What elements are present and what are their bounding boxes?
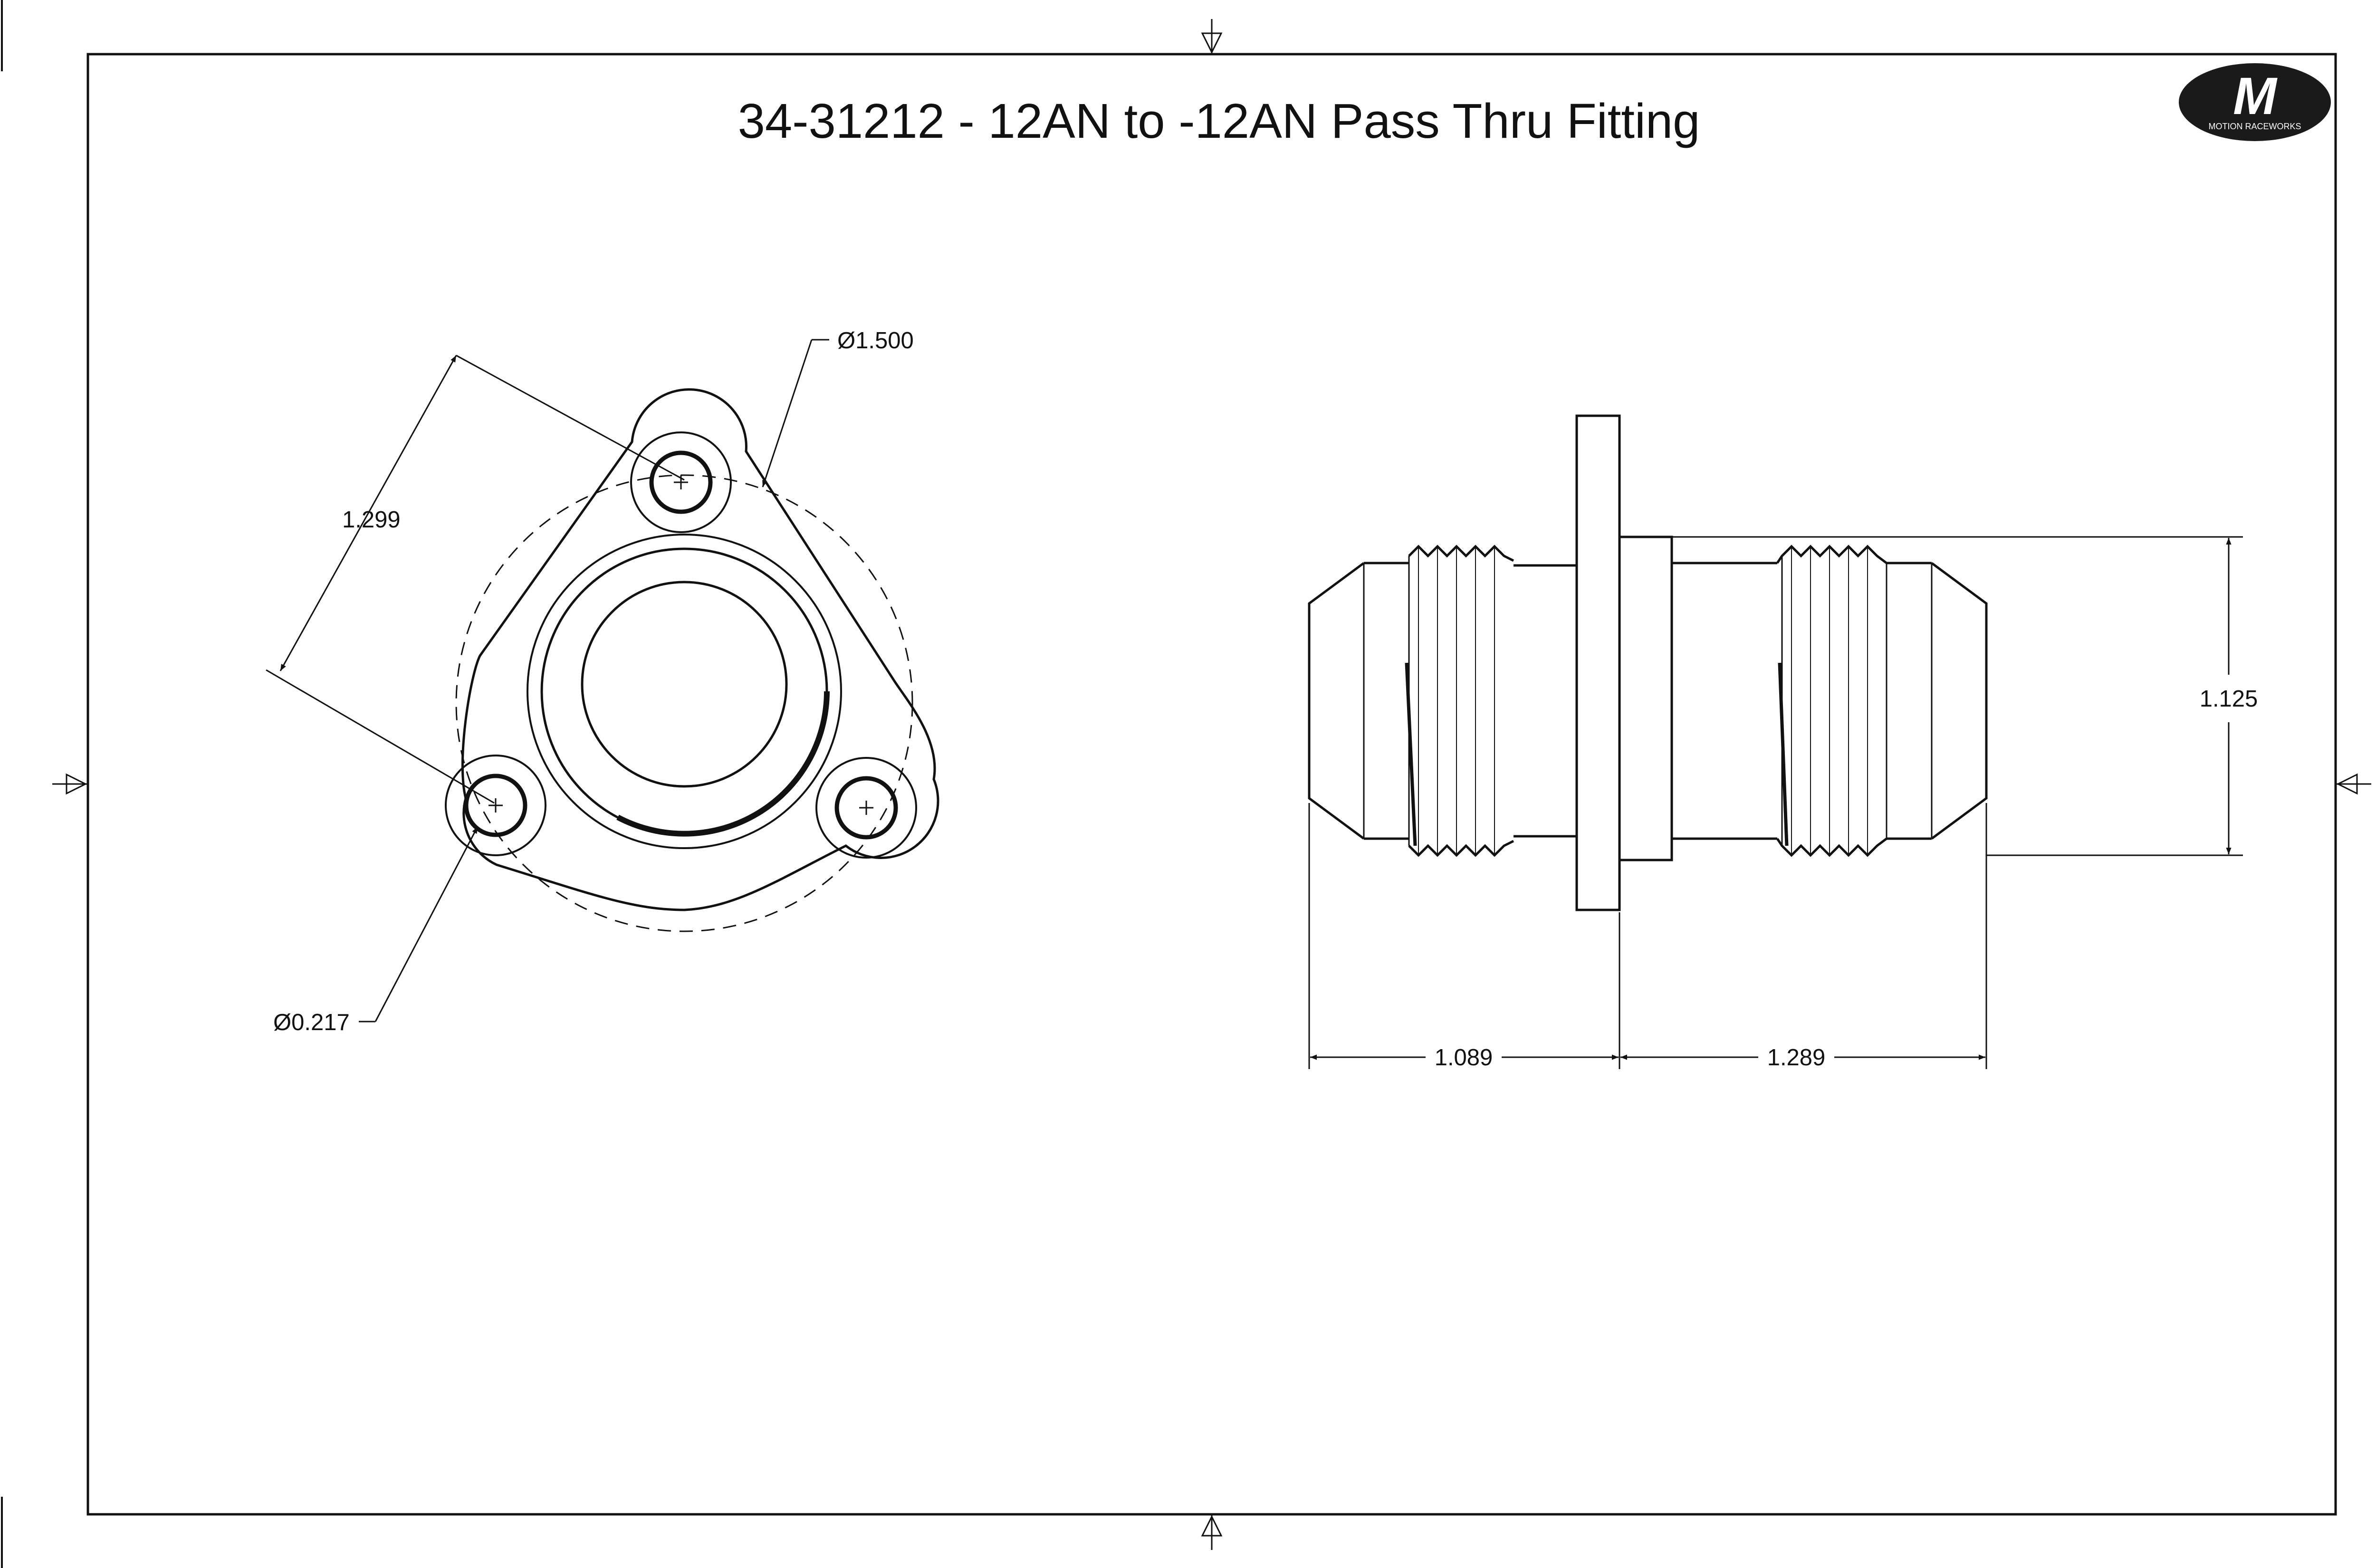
shoulder: [1618, 535, 1673, 861]
label-bolt-circle-diameter: Ø1.500: [837, 328, 914, 354]
left-flare: [1308, 562, 1365, 840]
label-right-length: 1.289: [1767, 1045, 1826, 1071]
dimension-lengths: [1308, 803, 1987, 1069]
left-thread: [1405, 545, 1514, 857]
label-hole-spacing: 1.299: [342, 507, 401, 533]
bolt-circle: [455, 474, 913, 932]
logo-lettermark: M: [2233, 67, 2278, 125]
right-thread: [1776, 545, 1887, 857]
center-boss: [527, 534, 842, 849]
dimension-thread-diameter: [1672, 536, 2243, 856]
logo-brand-text: MOTION RACEWORKS: [2208, 122, 2301, 131]
label-left-length: 1.089: [1435, 1045, 1493, 1071]
flange-plate: [1575, 414, 1621, 911]
bolt-hole-right: [815, 757, 917, 859]
centering-marks: [52, 19, 2371, 1550]
label-hole-diameter: Ø0.217: [273, 1010, 350, 1035]
front-view: [266, 339, 939, 1023]
right-flare: [1931, 562, 1988, 840]
drawing-border: [86, 53, 2337, 1516]
dimension-hole-spacing: [266, 354, 685, 804]
drawing-title: 34-31212 - 12AN to -12AN Pass Thru Fitti…: [738, 94, 1700, 148]
bolt-hole-top: [630, 431, 732, 533]
flange-outline: [461, 388, 939, 911]
leader-hole-diameter: [359, 826, 479, 1023]
bolt-hole-left: [445, 755, 546, 856]
label-thread-diameter: 1.125: [2200, 686, 2258, 712]
leader-bolt-circle: [762, 339, 829, 488]
brand-logo: M MOTION RACEWORKS: [2179, 63, 2331, 141]
side-view: [1308, 414, 2243, 1069]
